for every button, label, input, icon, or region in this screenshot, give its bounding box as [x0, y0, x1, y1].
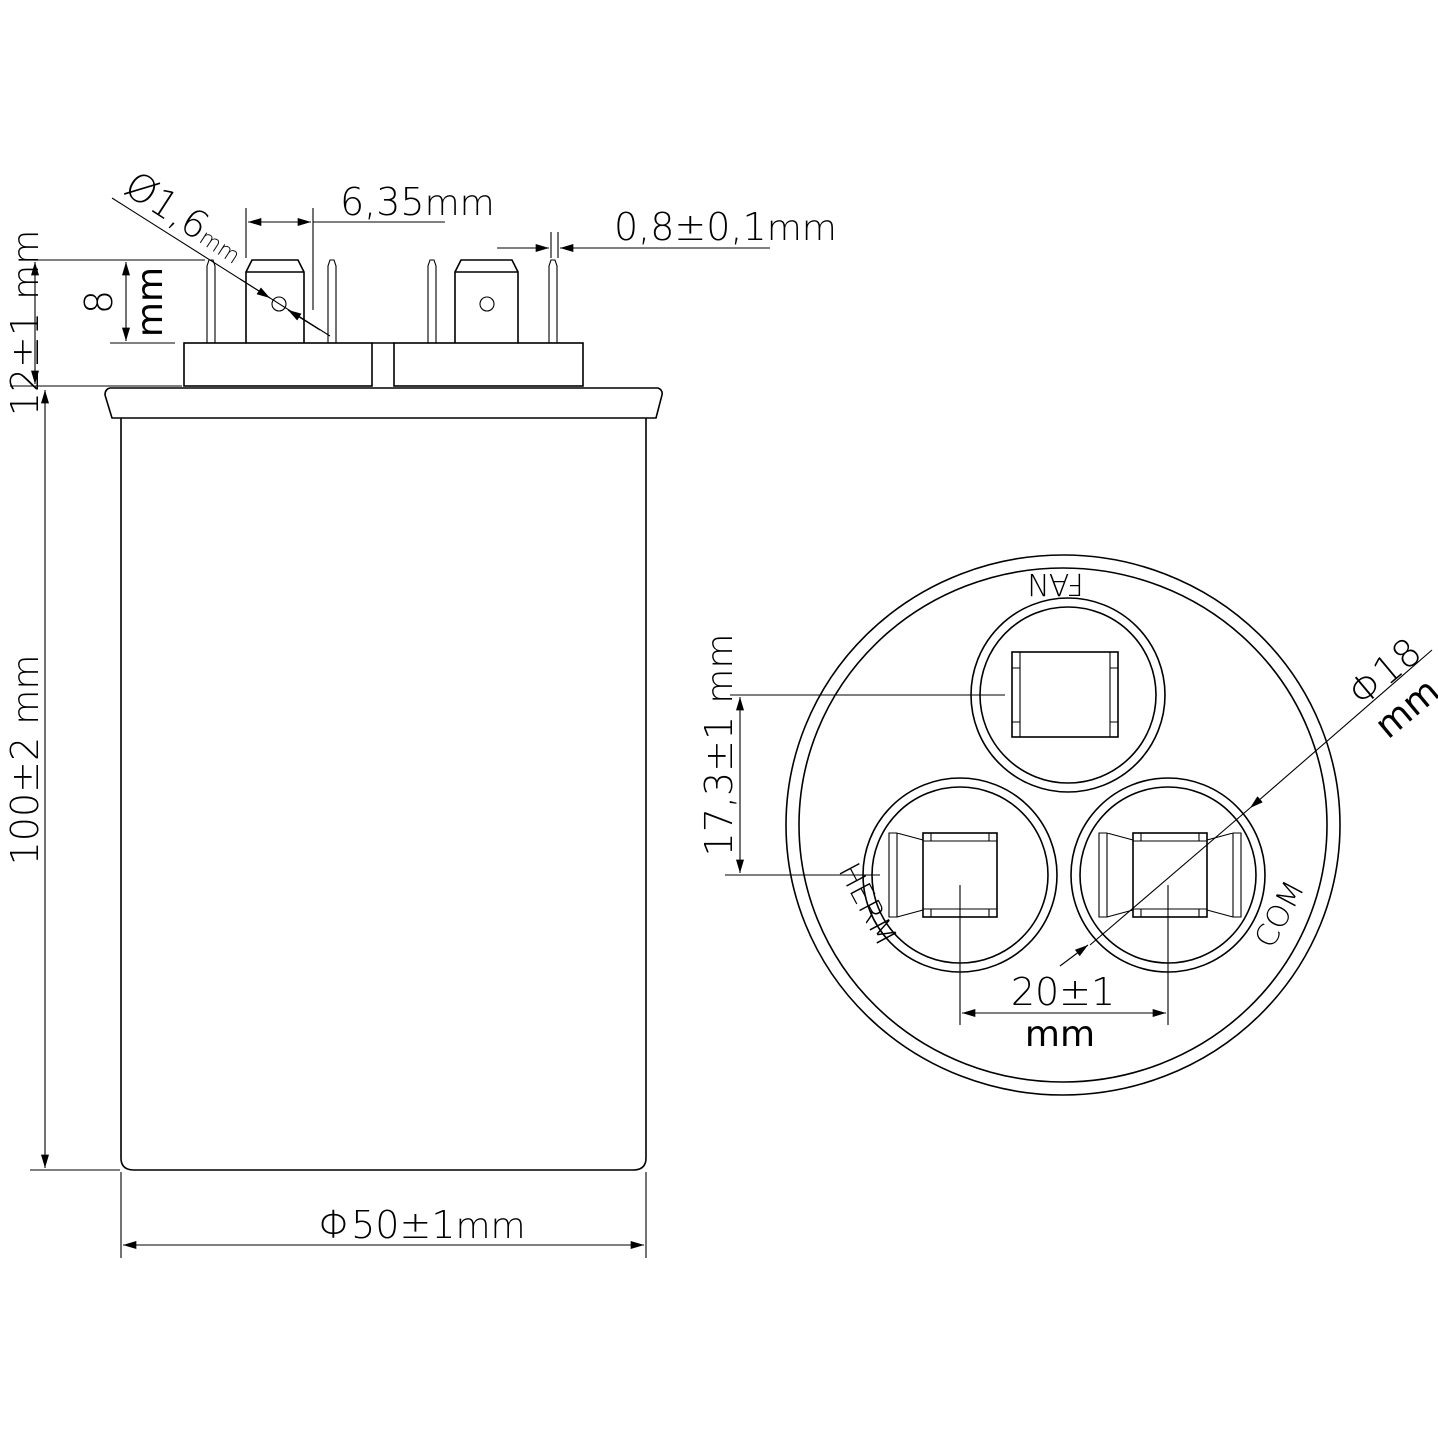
- body-diameter-label: Φ50±1mm: [318, 1203, 525, 1247]
- terminal-length-unit: mm: [130, 267, 171, 337]
- inner-rim: [798, 567, 1328, 1083]
- top-view: FAN HERM COM 17,3±1 mm 20±1 mm Φ18 mm: [697, 554, 1438, 1096]
- com-terminal-tab: [1098, 832, 1134, 918]
- terminal-diameter-leader: [1059, 944, 1089, 967]
- horizontal-spacing-unit: mm: [1025, 1014, 1095, 1055]
- herm-label: HERM: [831, 857, 903, 951]
- fan-terminal-blade-detail: [1012, 652, 1118, 737]
- fan-terminal-blade: [1011, 651, 1119, 738]
- terminal-pin: [327, 259, 337, 343]
- terminal-diameter-leader: [1089, 807, 1251, 946]
- fan-terminal-ring-inner: [979, 606, 1157, 784]
- terminal-blade-2: [454, 259, 519, 343]
- herm-terminal-tab: [888, 832, 924, 918]
- vertical-spacing-label: 17,3±1 mm: [697, 634, 741, 857]
- blade-hole: [479, 296, 495, 312]
- com-terminal-blade: [1132, 832, 1208, 918]
- can-body: [120, 418, 647, 1171]
- outer-rim: [785, 554, 1341, 1096]
- body-height-label: 100±2 mm: [3, 655, 47, 866]
- com-terminal-blade-detail: [1133, 833, 1207, 917]
- pin-thickness-label: 0,8±0,1mm: [614, 205, 837, 249]
- horizontal-spacing-value: 20±1: [1011, 970, 1115, 1014]
- pin-diameter-dimension-arrow: [239, 278, 271, 299]
- blade-hole: [271, 296, 287, 312]
- can-lid: [104, 387, 663, 419]
- pin-diameter-dimension-arrow: [287, 309, 321, 331]
- com-terminal-tab: [1206, 832, 1242, 918]
- terminal-length-value: 8: [77, 290, 121, 314]
- pin-diameter-label: Ø1,6mm: [117, 163, 253, 272]
- terminal-pins: [206, 259, 558, 343]
- com-label: COM: [1248, 875, 1312, 954]
- terminal-blade-1: [245, 259, 305, 343]
- terminal-spacing-label: 6,35mm: [340, 180, 495, 224]
- terminal-pin: [206, 259, 216, 343]
- terminal-block-right: [393, 342, 584, 387]
- terminal-pin: [548, 259, 558, 343]
- terminal-diameter-leader: [1249, 649, 1433, 809]
- terminal-block-left: [183, 342, 373, 387]
- terminal-pin: [427, 259, 437, 343]
- fan-label: FAN: [1026, 566, 1083, 601]
- terminal-height-label: 12±1 mm: [3, 230, 47, 417]
